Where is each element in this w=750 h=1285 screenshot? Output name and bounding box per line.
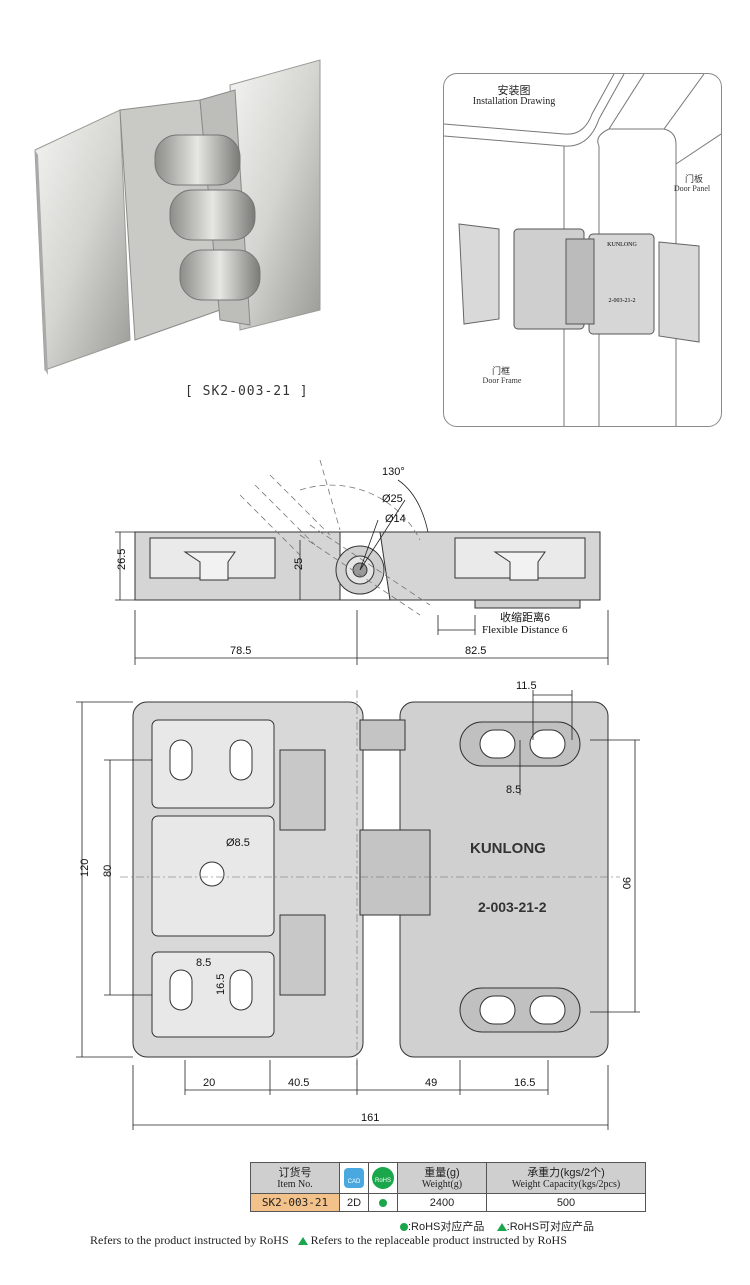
dim-flex-cn: 收缩距离6 <box>500 610 550 624</box>
door-frame-label-cn: 门框 <box>491 366 510 376</box>
header-weight: 重量(g) Weight(g) <box>397 1162 487 1194</box>
product-photo <box>20 40 420 385</box>
dim-width-total: 161 <box>361 1112 379 1124</box>
header-weight-en: Weight(g) <box>421 1178 463 1190</box>
technical-drawing: 130° Ø25 Ø14 26.5 25 78.5 82.5 收缩距离6 Fle… <box>0 440 750 1160</box>
installation-title-cn: 安装图 <box>497 85 531 97</box>
header-cad: CAD <box>339 1162 369 1194</box>
dim-width-right: 82.5 <box>465 645 486 657</box>
installation-part-code: 2-003-21-2 <box>609 298 636 304</box>
legend-dot-icon <box>400 1223 408 1232</box>
table-row: SK2-003-21 2D 2400 500 <box>250 1193 646 1212</box>
cad-icon: CAD <box>344 1168 364 1188</box>
rohs-dot-icon <box>379 1198 387 1207</box>
notes: Refers to the product instructed by RoHS… <box>90 1233 567 1248</box>
dim-bottom-2: 40.5 <box>288 1077 309 1089</box>
product-caption: [ SK2-003-21 ] <box>185 384 309 399</box>
installation-title-en: Installation Drawing <box>472 96 556 107</box>
header-capacity-cn: 承重力(kgs/2个) <box>527 1166 605 1179</box>
dim-height-right: 90 <box>620 877 632 889</box>
dim-bottom-1: 20 <box>203 1077 215 1089</box>
installation-drawing: 安装图 Installation Drawing KUNLONG 2-003-2… <box>443 73 722 427</box>
dim-bottom-4: 16.5 <box>514 1077 535 1089</box>
dim-bottom-3: 49 <box>425 1077 437 1089</box>
dim-dia-inner: Ø14 <box>385 513 406 525</box>
cell-item: SK2-003-21 <box>250 1193 340 1212</box>
dim-top-slot: 11.5 <box>516 680 537 692</box>
cell-capacity: 500 <box>486 1193 646 1212</box>
header-capacity-en: Weight Capacity(kgs/2pcs) <box>511 1178 621 1190</box>
dim-height-inner: 25 <box>293 558 305 570</box>
cell-cad: 2D <box>339 1193 369 1212</box>
door-frame-label-en: Door Frame <box>482 376 522 385</box>
installation-part-marking: KUNLONG <box>607 242 637 248</box>
header-item-en: Item No. <box>277 1178 313 1190</box>
dim-flex-en: Flexible Distance 6 <box>482 624 568 636</box>
dim-slot-gap: 8.5 <box>506 784 521 796</box>
dim-slot-w: 8.5 <box>196 957 211 969</box>
dim-height-total: 120 <box>79 859 91 877</box>
installation-sketch: KUNLONG 2-003-21-2 <box>444 74 721 426</box>
dim-dia-outer: Ø25 <box>382 493 403 505</box>
rohs-icon: RoHS <box>372 1167 394 1189</box>
door-panel-label-en: Door Panel <box>673 184 711 193</box>
header-rohs: RoHS <box>368 1162 398 1194</box>
header-weight-cn: 重量(g) <box>424 1166 460 1179</box>
dim-center-hole: Ø8.5 <box>226 837 250 849</box>
dim-angle: 130° <box>382 466 405 478</box>
note-replace: Refers to the replaceable product instru… <box>310 1233 567 1247</box>
header-item-cn: 订货号 <box>278 1166 312 1179</box>
note-triangle-icon <box>297 1237 308 1246</box>
spec-table: 订货号 Item No. CAD RoHS 重量(g) Weight(g) 承重… <box>250 1162 646 1212</box>
note-rohs: Refers to the product instructed by RoHS <box>90 1233 289 1247</box>
drawing-brand: KUNLONG <box>470 840 546 857</box>
cell-rohs <box>368 1193 398 1212</box>
legend: :RoHS对应产品 :RoHS可对应产品 <box>400 1218 594 1234</box>
door-panel-label-cn: 门板 <box>684 174 703 184</box>
header-capacity: 承重力(kgs/2个) Weight Capacity(kgs/2pcs) <box>486 1162 646 1194</box>
dim-width-left: 78.5 <box>230 645 251 657</box>
header-item: 订货号 Item No. <box>250 1162 340 1194</box>
dim-height-mid: 80 <box>102 865 114 877</box>
legend-rohs: :RoHS对应产品 <box>408 1221 485 1233</box>
drawing-code: 2-003-21-2 <box>478 899 547 915</box>
spec-table-header: 订货号 Item No. CAD RoHS 重量(g) Weight(g) 承重… <box>250 1162 646 1194</box>
dim-slot-h: 16.5 <box>215 974 227 995</box>
cell-weight: 2400 <box>397 1193 487 1212</box>
legend-replace: :RoHS可对应产品 <box>506 1221 595 1233</box>
dim-height-side: 26.5 <box>116 549 128 570</box>
legend-triangle-icon <box>496 1223 507 1232</box>
